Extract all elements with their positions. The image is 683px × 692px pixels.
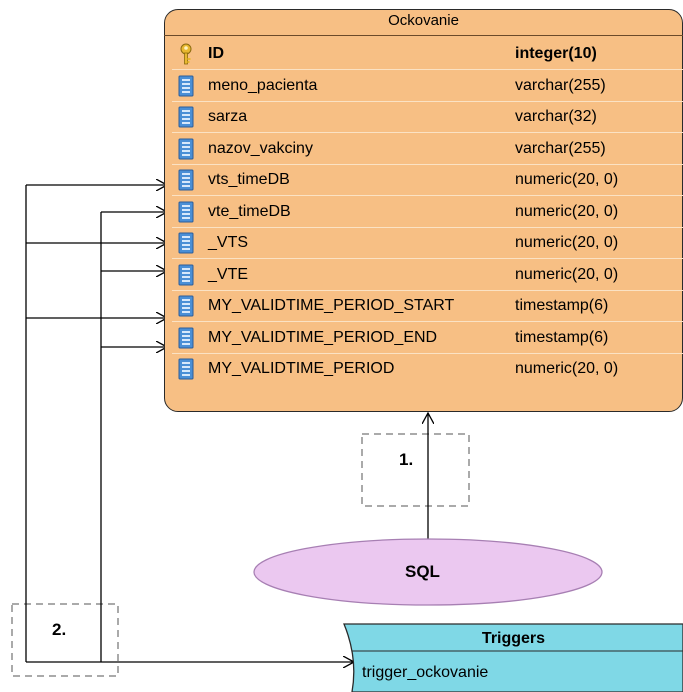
row-separator — [172, 258, 683, 259]
entity-column-row[interactable]: nazov_vakciny varchar(255) — [164, 133, 683, 165]
entity-column-row[interactable]: MY_VALIDTIME_PERIOD numeric(20, 0) — [164, 353, 683, 385]
row-separator — [172, 69, 683, 70]
column-type: varchar(32) — [515, 108, 597, 125]
primary-key-icon — [178, 43, 194, 65]
column-type: timestamp(6) — [515, 297, 609, 314]
column-type: numeric(20, 0) — [515, 360, 619, 377]
row-separator — [172, 132, 683, 133]
triggers-node[interactable] — [343, 623, 683, 692]
trigger-item[interactable]: trigger_ockovanie — [362, 664, 489, 681]
entity-column-row[interactable]: vts_timeDB numeric(20, 0) — [164, 164, 683, 196]
column-name: MY_VALIDTIME_PERIOD_START — [208, 297, 455, 314]
column-icon — [178, 75, 194, 97]
column-type: varchar(255) — [515, 76, 606, 94]
triggers-text-box: Triggers trigger_ockovanie — [344, 624, 683, 692]
column-name: ID — [208, 45, 224, 62]
column-name: _VTE — [208, 265, 249, 283]
entity-column-row[interactable]: _VTE numeric(20, 0) — [164, 259, 683, 291]
sql-node-label: SQL — [405, 562, 440, 581]
column-type: integer(10) — [515, 45, 597, 62]
column-name: vts_timeDB — [208, 171, 290, 188]
column-type: numeric(20, 0) — [515, 171, 619, 188]
step-2-label: 2. — [52, 620, 67, 639]
step-2-dashed-box — [11, 603, 119, 677]
column-name: sarza — [208, 108, 248, 125]
column-name: _VTS — [208, 234, 249, 251]
entity-background — [164, 9, 683, 412]
column-type: numeric(20, 0) — [515, 234, 619, 251]
entity-column-row[interactable]: _VTS numeric(20, 0) — [164, 227, 683, 259]
row-separator — [172, 352, 683, 354]
column-icon — [178, 295, 194, 317]
row-separator — [172, 321, 683, 322]
step-1-label: 1. — [399, 450, 414, 469]
entity-column-row[interactable]: sarza varchar(32) — [164, 101, 683, 133]
column-type: varchar(255) — [515, 139, 606, 157]
column-icon — [178, 138, 194, 160]
row-separator — [172, 289, 683, 291]
column-icon — [178, 232, 194, 254]
column-type: numeric(20, 0) — [515, 265, 619, 283]
sql-node[interactable] — [253, 538, 603, 606]
column-icon — [178, 327, 194, 349]
column-name: MY_VALIDTIME_PERIOD_END — [208, 328, 438, 346]
column-icon — [178, 106, 194, 128]
column-icon — [178, 264, 194, 286]
column-name: vte_timeDB — [208, 202, 291, 220]
entity-column-row[interactable]: meno_pacienta varchar(255) — [164, 70, 683, 102]
column-type: numeric(20, 0) — [515, 202, 619, 220]
column-type: timestamp(6) — [515, 328, 609, 346]
step-1-dashed-box — [361, 433, 470, 507]
column-name: meno_pacienta — [208, 76, 318, 94]
column-name: nazov_vakciny — [208, 139, 313, 157]
column-name: MY_VALIDTIME_PERIOD — [208, 360, 395, 377]
column-icon — [178, 201, 194, 223]
entity-column-row[interactable]: MY_VALIDTIME_PERIOD_END timestamp(6) — [164, 322, 683, 354]
column-icon — [178, 358, 194, 380]
row-separator — [172, 226, 683, 228]
triggers-title: Triggers — [481, 630, 546, 647]
row-separator — [172, 163, 683, 165]
entity-title: Ockovanie — [388, 12, 459, 29]
entity-column-row[interactable]: MY_VALIDTIME_PERIOD_START timestamp(6) — [164, 290, 683, 322]
row-separator — [172, 195, 683, 196]
entity-column-row[interactable]: ID integer(10) — [164, 38, 683, 70]
entity-title-divider — [164, 35, 683, 36]
row-separator — [172, 100, 683, 102]
column-icon — [178, 169, 194, 191]
entity-column-row[interactable]: vte_timeDB numeric(20, 0) — [164, 196, 683, 228]
